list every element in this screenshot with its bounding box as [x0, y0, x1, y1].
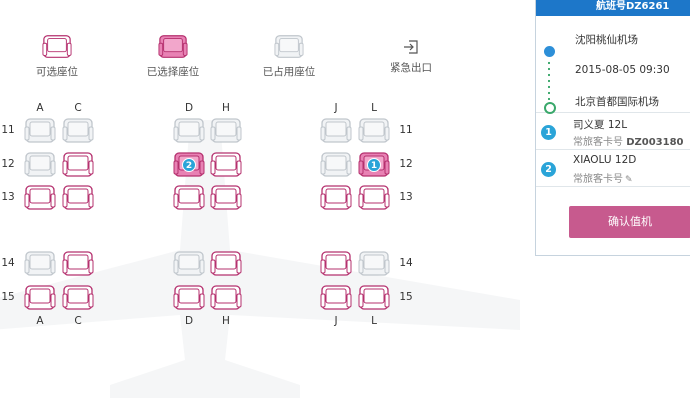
- seat-15h[interactable]: [210, 285, 242, 311]
- seat-12l[interactable]: 1: [358, 152, 390, 178]
- seat-14d: [173, 251, 205, 277]
- seat-11c: [62, 118, 94, 144]
- passenger-name-seat: 司义夏 12L: [573, 119, 628, 131]
- column-label-j: J: [334, 315, 338, 327]
- column-label-h: H: [222, 102, 230, 114]
- legend-label: 可选座位: [36, 66, 78, 78]
- column-label-c: C: [74, 315, 82, 327]
- row-label-11: 11: [399, 124, 413, 136]
- column-label-c: C: [74, 102, 82, 114]
- passenger-badge: 2: [182, 158, 196, 172]
- seat-15d[interactable]: [173, 285, 205, 311]
- seat-14a: [24, 251, 56, 277]
- row-label-13: 13: [1, 191, 15, 203]
- seat-12a: [24, 152, 56, 178]
- frequent-flyer-info: 常旅客卡号 DZ003180: [573, 133, 684, 148]
- legend-item-exit: 紧急出口: [366, 34, 456, 75]
- seat-14c[interactable]: [62, 251, 94, 277]
- legend-label: 已占用座位: [262, 66, 316, 78]
- row-label-11: 11: [1, 124, 15, 136]
- passenger-badge: 1: [367, 158, 381, 172]
- seat-icon: [274, 34, 304, 60]
- column-label-l: L: [371, 102, 377, 114]
- seat-12d[interactable]: 2: [173, 152, 205, 178]
- seat-15l[interactable]: [358, 285, 390, 311]
- departure-airport: 沈阳桃仙机场: [575, 34, 638, 46]
- column-label-h: H: [222, 315, 230, 327]
- confirm-checkin-button[interactable]: 确认值机: [569, 206, 690, 238]
- row-label-14: 14: [399, 257, 413, 269]
- column-label-l: L: [371, 315, 377, 327]
- seat-13c[interactable]: [62, 185, 94, 211]
- seat-13a[interactable]: [24, 185, 56, 211]
- row-label-13: 13: [399, 191, 413, 203]
- seat-11a: [24, 118, 56, 144]
- passenger-row[interactable]: 1 司义夏 12L 常旅客卡号 DZ003180: [536, 113, 690, 150]
- pencil-edit-icon[interactable]: ✎: [625, 175, 633, 185]
- seat-15j[interactable]: [320, 285, 352, 311]
- column-label-a: A: [36, 315, 44, 327]
- legend-item-occupied: 已占用座位: [244, 34, 334, 79]
- flight-number-header: 航班号DZ6261: [536, 0, 690, 16]
- row-label-15: 15: [399, 291, 413, 303]
- seat-13j[interactable]: [320, 185, 352, 211]
- ff-value: DZ003180: [626, 137, 684, 148]
- passenger-number-badge: 1: [541, 125, 556, 140]
- route-info: 沈阳桃仙机场 2015-08-05 09:30 北京首都国际机场: [536, 16, 690, 114]
- column-label-d: D: [184, 315, 194, 327]
- arrival-dot-icon: [544, 102, 556, 114]
- arrival-airport: 北京首都国际机场: [575, 96, 659, 108]
- seat-14j[interactable]: [320, 251, 352, 277]
- passenger-row[interactable]: 2 XIAOLU 12D 常旅客卡号✎: [536, 150, 690, 187]
- row-label-12: 12: [1, 158, 15, 170]
- departure-dot-icon: [544, 46, 555, 57]
- column-label-d: D: [184, 102, 194, 114]
- seat-13h[interactable]: [210, 185, 242, 211]
- seat-12j: [320, 152, 352, 178]
- route-dotted-line: [548, 60, 550, 100]
- row-label-15: 15: [1, 291, 15, 303]
- seat-14h[interactable]: [210, 251, 242, 277]
- seat-icon: [158, 34, 188, 60]
- frequent-flyer-info: 常旅客卡号✎: [573, 170, 633, 185]
- seat-icon: [42, 34, 72, 60]
- seat-12h[interactable]: [210, 152, 242, 178]
- legend-item-available: 可选座位: [12, 34, 102, 79]
- seat-15c[interactable]: [62, 285, 94, 311]
- seat-11l: [358, 118, 390, 144]
- seat-13d[interactable]: [173, 185, 205, 211]
- flight-info-panel: 航班号DZ6261 沈阳桃仙机场 2015-08-05 09:30 北京首都国际…: [535, 0, 690, 256]
- departure-datetime: 2015-08-05 09:30: [575, 64, 670, 76]
- seat-11j: [320, 118, 352, 144]
- exit-icon: [366, 38, 456, 56]
- ff-label: 常旅客卡号: [573, 137, 623, 148]
- seat-15a[interactable]: [24, 285, 56, 311]
- column-label-a: A: [36, 102, 44, 114]
- passenger-number-badge: 2: [541, 162, 556, 177]
- legend-item-selected: 已选择座位: [128, 34, 218, 79]
- seat-11h: [210, 118, 242, 144]
- legend-label: 紧急出口: [390, 62, 432, 74]
- seat-13l[interactable]: [358, 185, 390, 211]
- seat-11d: [173, 118, 205, 144]
- passenger-name-seat: XIAOLU 12D: [573, 154, 637, 166]
- ff-label: 常旅客卡号: [573, 174, 623, 185]
- seat-14l: [358, 251, 390, 277]
- seat-12c[interactable]: [62, 152, 94, 178]
- row-label-14: 14: [1, 257, 15, 269]
- column-label-j: J: [334, 102, 338, 114]
- row-label-12: 12: [399, 158, 413, 170]
- legend-label: 已选择座位: [146, 66, 200, 78]
